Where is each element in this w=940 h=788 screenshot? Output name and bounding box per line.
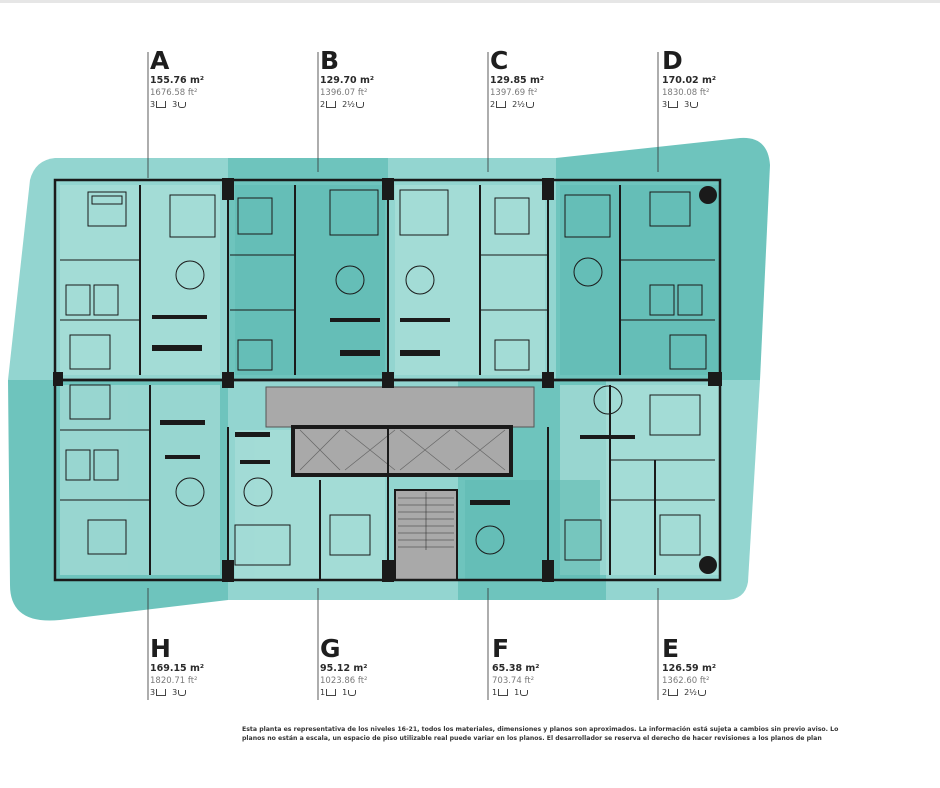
corridor [265,386,535,428]
bed-icon [498,689,509,696]
unit-area-m2: 129.70 m² [320,75,375,86]
unit-rooms: 2 2½ [662,688,782,697]
unit-area-m2: 170.02 m² [662,75,717,86]
bathroom-count: 3 [172,100,178,109]
bed-icon [326,689,337,696]
bathroom-count: 1 [514,688,520,697]
unit-letter: G [320,634,341,663]
bath-icon [355,102,364,108]
bath-icon [525,102,534,108]
bathroom-count: 2½ [342,100,355,109]
bathroom-count: 2½ [512,100,525,109]
unit-area-ft2: 1023.86 ft² [320,676,368,686]
unit-c-label: C 129.85 m² 1397.69 ft² 2 2½ [490,46,610,110]
bath-icon [690,102,699,108]
unit-rooms: 2 2½ [490,100,610,109]
elevator-core [291,425,513,477]
unit-area-ft2: 1830.08 ft² [662,88,710,98]
bedroom-count: 2 [662,688,668,697]
bathroom-count: 2½ [684,688,697,697]
bedroom-count: 1 [492,688,498,697]
bath-icon [178,690,187,696]
unit-area-ft2: 703.74 ft² [492,676,535,686]
unit-area-m2: 126.59 m² [662,663,717,674]
unit-e-label: E 126.59 m² 1362.60 ft² 2 2½ [662,634,782,698]
disclaimer-line-2: planos no están a escala, un espacio de … [242,735,822,742]
bedroom-count: 1 [320,688,326,697]
unit-rooms: 2 2½ [320,100,440,109]
unit-letter: B [320,46,340,75]
bathroom-count: 3 [684,100,690,109]
unit-area-m2: 169.15 m² [150,663,205,674]
unit-b-label: B 129.70 m² 1396.07 ft² 2 2½ [320,46,440,110]
bath-icon [520,690,529,696]
unit-letter: A [150,46,170,75]
unit-letter: C [490,46,509,75]
bed-icon [156,101,167,108]
unit-area-m2: 95.12 m² [320,663,368,674]
bathroom-count: 3 [172,688,178,697]
unit-area-m2: 155.76 m² [150,75,205,86]
bed-icon [156,689,167,696]
bed-icon [668,101,679,108]
bed-icon [326,101,337,108]
bed-icon [496,101,507,108]
bedroom-count: 3 [662,100,668,109]
unit-area-ft2: 1676.58 ft² [150,88,198,98]
bath-icon [348,690,357,696]
unit-area-m2: 129.85 m² [490,75,545,86]
unit-letter: H [150,634,171,663]
disclaimer-line-1: Esta planta es representativa de los niv… [242,726,839,733]
bath-icon [697,690,706,696]
top-divider [0,0,940,3]
bedroom-count: 2 [490,100,496,109]
bed-icon [668,689,679,696]
unit-letter: D [662,46,683,75]
unit-letter: E [662,634,680,663]
unit-area-ft2: 1362.60 ft² [662,676,710,686]
unit-area-ft2: 1820.71 ft² [150,676,198,686]
disclaimer: Esta planta es representativa de los niv… [242,725,940,743]
bedroom-count: 2 [320,100,326,109]
bathroom-count: 1 [342,688,348,697]
bedroom-count: 3 [150,688,156,697]
unit-area-m2: 65.38 m² [492,663,540,674]
bedroom-count: 3 [150,100,156,109]
bath-icon [178,102,187,108]
unit-area-ft2: 1397.69 ft² [490,88,538,98]
unit-letter: F [492,634,510,663]
unit-area-ft2: 1396.07 ft² [320,88,368,98]
